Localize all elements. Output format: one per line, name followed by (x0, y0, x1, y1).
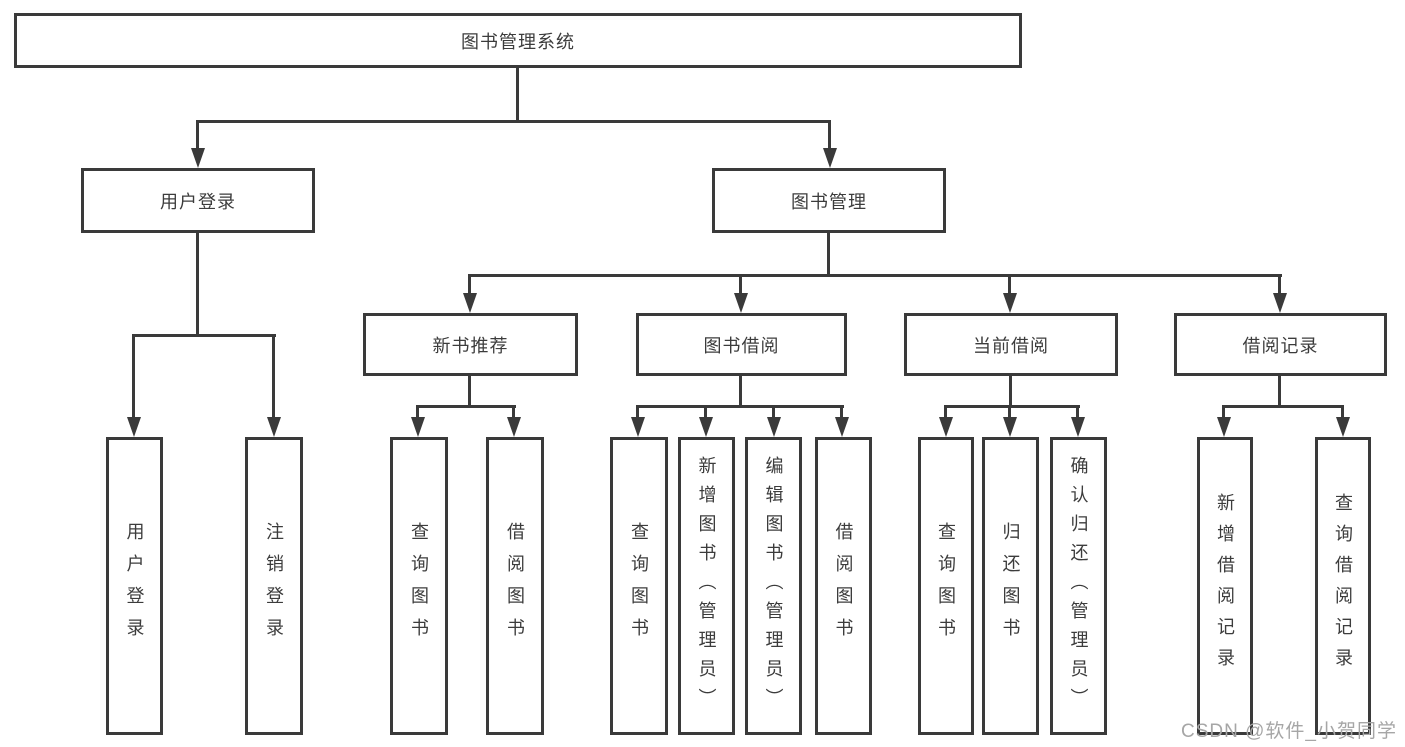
edge-drop-current-query (944, 405, 947, 419)
node-book-mgmt-label: 图书管理 (791, 191, 867, 212)
edge-book-borrow-bar (636, 405, 844, 408)
edge-drop-borrow-borrow (840, 405, 843, 419)
edge-drop-records-add (1222, 405, 1225, 419)
csdn-watermark: CSDN @软件_小贺同学 (1181, 721, 1397, 742)
node-user-login-label: 用户登录 (160, 191, 236, 212)
leaf-user-login-label: 用户登录 (124, 522, 145, 650)
leaf-current-confirm-return-admin: 确认归还（管理员） (1050, 437, 1107, 735)
arrowhead-records-add (1217, 417, 1231, 437)
arrowhead-borrow-edit (767, 417, 781, 437)
leaf-borrow-borrow-book: 借阅图书 (815, 437, 872, 735)
edge-drop-records-query (1341, 405, 1344, 419)
edge-book-borrow-stem (739, 376, 742, 408)
leaf-records-add-record-label: 新增借阅记录 (1215, 493, 1235, 679)
leaf-borrow-query-book-label: 查询图书 (629, 522, 649, 650)
arrowhead-current-query (939, 417, 953, 437)
edge-drop-leaf-user-login (132, 334, 135, 419)
leaf-borrow-query-book: 查询图书 (610, 437, 668, 735)
leaf-borrow-edit-book-admin-label: 编辑图书（管理员） (763, 455, 784, 717)
edge-root-drop-user-login (196, 120, 199, 150)
node-book-borrow: 图书借阅 (636, 313, 847, 376)
node-current-borrow: 当前借阅 (904, 313, 1118, 376)
leaf-newbook-borrow-book: 借阅图书 (486, 437, 544, 735)
arrowhead-current-return (1003, 417, 1017, 437)
edge-drop-current-borrow (1008, 274, 1011, 295)
leaf-current-return-book-label: 归还图书 (1000, 522, 1021, 650)
leaf-current-query-book-label: 查询图书 (936, 522, 956, 650)
leaf-newbook-query-book: 查询图书 (390, 437, 448, 735)
edge-drop-borrow-add (704, 405, 707, 419)
edge-root-bar (196, 120, 831, 123)
leaf-current-confirm-return-admin-label: 确认归还（管理员） (1068, 455, 1089, 717)
arrowhead-borrow-query (631, 417, 645, 437)
arrowhead-borrow-borrow (835, 417, 849, 437)
arrowhead-leaf-logout (267, 417, 281, 437)
arrowhead-records-query (1336, 417, 1350, 437)
node-borrow-records: 借阅记录 (1174, 313, 1387, 376)
edge-new-book-stem (468, 376, 471, 408)
node-book-borrow-label: 图书借阅 (703, 335, 780, 356)
arrowhead-leaf-user-login (127, 417, 141, 437)
edge-user-login-stem (196, 233, 199, 337)
edge-root-stem (516, 68, 519, 120)
edge-drop-borrow-edit (772, 405, 775, 419)
node-new-book-recommend-label: 新书推荐 (432, 335, 509, 356)
edge-user-login-bar (132, 334, 276, 337)
edge-drop-current-confirm (1076, 405, 1079, 419)
leaf-borrow-add-book-admin-label: 新增图书（管理员） (696, 455, 717, 717)
leaf-newbook-query-book-label: 查询图书 (409, 522, 429, 650)
arrowhead-borrow-records (1273, 293, 1287, 313)
leaf-logout-label: 注销登录 (264, 522, 284, 650)
edge-current-borrow-stem (1009, 376, 1012, 408)
arrowhead-user-login (191, 148, 205, 168)
leaf-borrow-edit-book-admin: 编辑图书（管理员） (745, 437, 802, 735)
edge-drop-new-book-recommend (468, 274, 471, 295)
leaf-records-query-record-label: 查询借阅记录 (1333, 493, 1353, 679)
arrowhead-newbook-borrow (507, 417, 521, 437)
leaf-logout: 注销登录 (245, 437, 303, 735)
node-new-book-recommend: 新书推荐 (363, 313, 578, 376)
edge-book-mgmt-bar (468, 274, 1282, 277)
arrowhead-new-book-recommend (463, 293, 477, 313)
node-root-label: 图书管理系统 (461, 31, 575, 52)
node-borrow-records-label: 借阅记录 (1242, 335, 1319, 356)
edge-drop-leaf-logout (272, 334, 275, 419)
arrowhead-newbook-query (411, 417, 425, 437)
leaf-newbook-borrow-book-label: 借阅图书 (505, 522, 525, 650)
edge-drop-current-return (1008, 405, 1011, 419)
arrowhead-current-borrow (1003, 293, 1017, 313)
node-book-mgmt: 图书管理 (712, 168, 946, 233)
leaf-records-add-record: 新增借阅记录 (1197, 437, 1253, 735)
leaf-user-login: 用户登录 (106, 437, 163, 735)
edge-current-borrow-bar (944, 405, 1080, 408)
arrowhead-current-confirm (1071, 417, 1085, 437)
leaf-records-query-record: 查询借阅记录 (1315, 437, 1371, 735)
edge-book-mgmt-stem (827, 233, 830, 277)
leaf-current-query-book: 查询图书 (918, 437, 974, 735)
edge-records-bar (1222, 405, 1344, 408)
edge-drop-borrow-query (636, 405, 639, 419)
arrowhead-borrow-add (699, 417, 713, 437)
node-user-login: 用户登录 (81, 168, 315, 233)
edge-drop-book-borrow (739, 274, 742, 295)
edge-records-stem (1278, 376, 1281, 408)
leaf-borrow-add-book-admin: 新增图书（管理员） (678, 437, 735, 735)
edge-drop-newbook-borrow (512, 405, 515, 419)
edge-root-drop-book-mgmt (828, 120, 831, 150)
arrowhead-book-borrow (734, 293, 748, 313)
edge-new-book-bar (416, 405, 516, 408)
leaf-current-return-book: 归还图书 (982, 437, 1039, 735)
edge-drop-newbook-query (416, 405, 419, 419)
edge-drop-borrow-records (1278, 274, 1281, 295)
node-current-borrow-label: 当前借阅 (973, 335, 1049, 356)
node-root: 图书管理系统 (14, 13, 1022, 68)
leaf-borrow-borrow-book-label: 借阅图书 (833, 522, 854, 650)
arrowhead-book-mgmt (823, 148, 837, 168)
